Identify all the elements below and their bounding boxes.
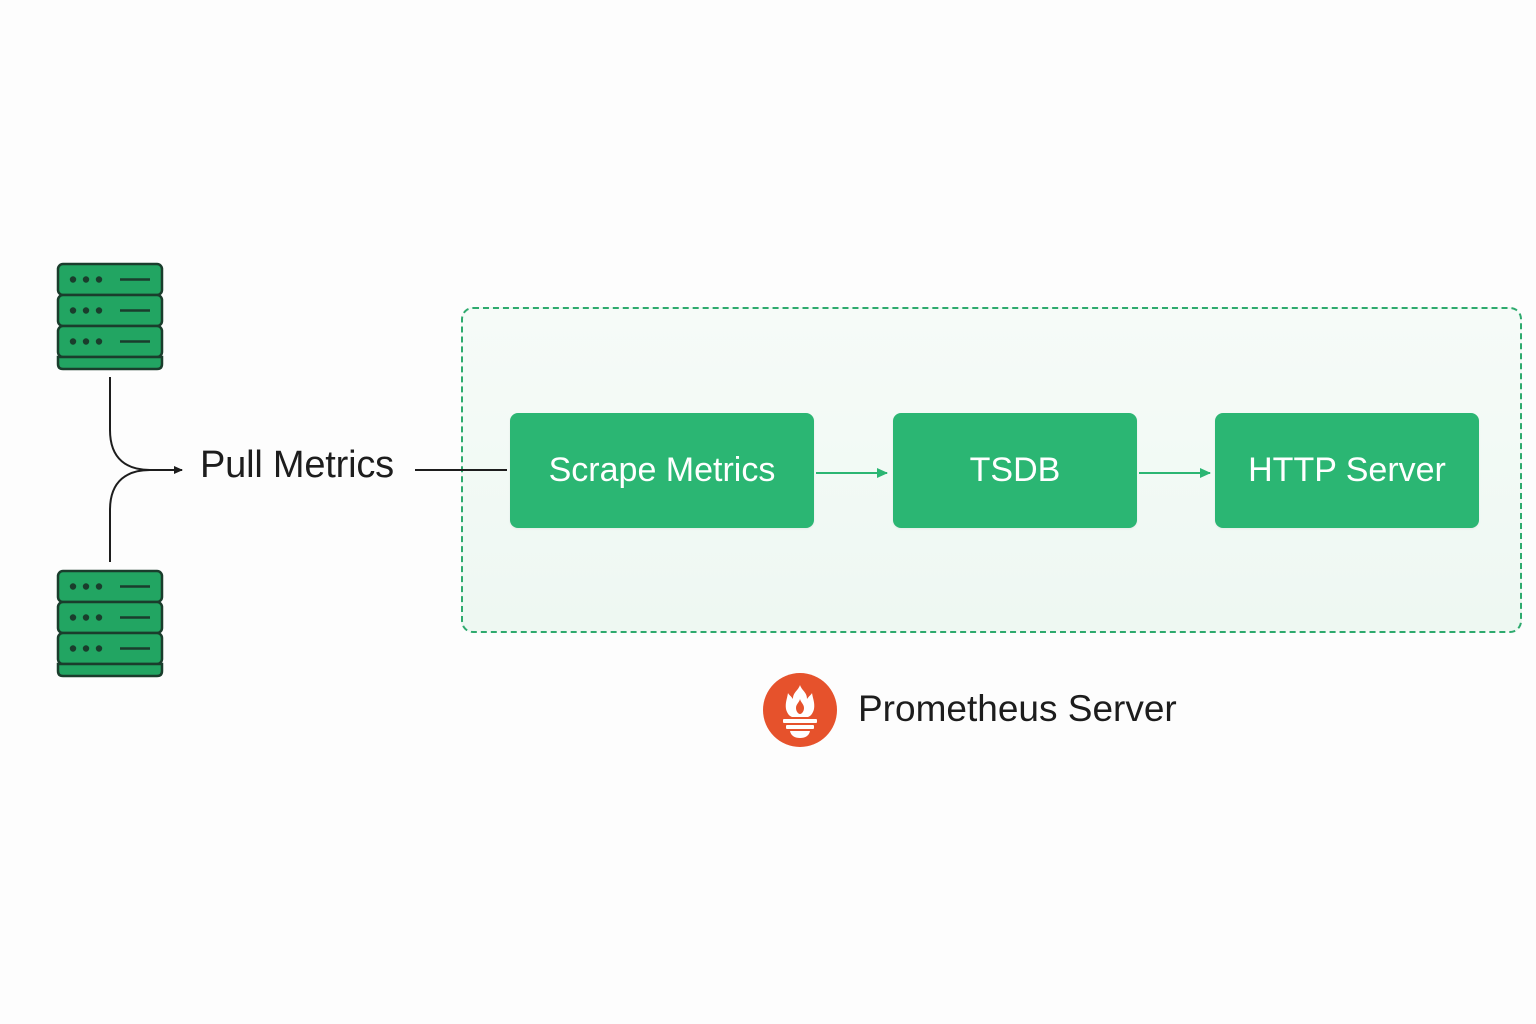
prometheus-server-label: Prometheus Server [858,688,1177,729]
http-server-label: HTTP Server [1248,451,1446,489]
http-server-box: HTTP Server [1215,413,1479,528]
server-rack-icon [56,262,164,371]
connector-bottom-server [109,469,151,562]
server-rack-icon [56,569,164,678]
scrape-metrics-label: Scrape Metrics [548,451,776,489]
scrape-metrics-box: Scrape Metrics [510,413,814,528]
prometheus-logo-icon [763,673,837,747]
connector-top-server [109,377,183,474]
tsdb-label: TSDB [969,451,1061,489]
pull-metrics-label: Pull Metrics [200,444,394,486]
tsdb-box: TSDB [893,413,1137,528]
